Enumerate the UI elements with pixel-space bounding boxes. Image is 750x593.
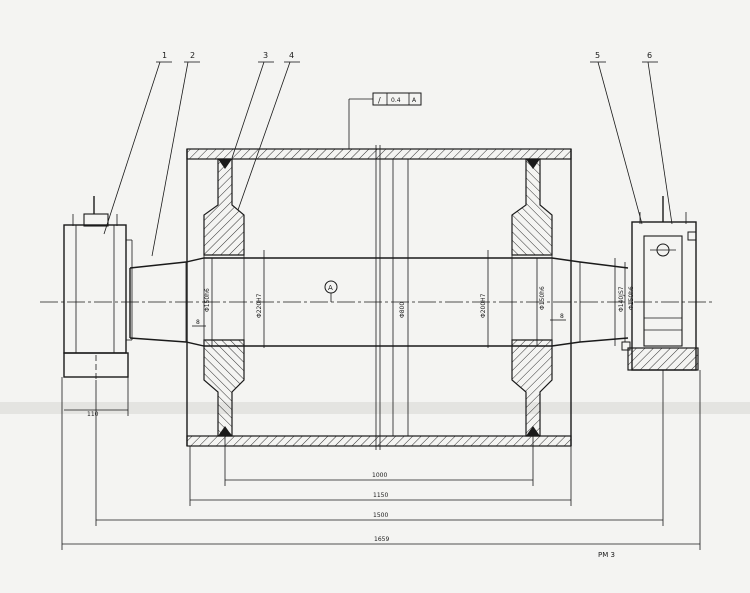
dim-left-seat-diameter: Φ220H7 [256,293,263,318]
tolerance-value: 0.4 [391,97,401,104]
part-label-2: 2 [190,51,195,60]
tolerance-frame [348,92,422,149]
dim-right-bearing-diameter: Φ150h6 [539,286,546,310]
scan-band [0,402,750,414]
dim-left-bearing-diameter: Φ150h6 [204,288,211,312]
tolerance-symbol: / [378,96,381,105]
part-label-6: 6 [647,51,652,60]
small-mark-left: 8 [196,319,200,326]
dim-housing-diameter: Φ140JS7 [618,286,625,312]
left-hub [203,158,245,437]
dim-overall-length: 1659 [374,536,389,543]
dim-drum-length: 1150 [373,492,388,499]
datum-marker: A [328,284,333,292]
dim-bearing-bore-diameter: Φ150h6 [628,286,635,310]
part-leaders [103,61,673,257]
diameter-dimensions [211,159,626,436]
right-bearing-housing [621,196,699,371]
drum-shell [186,145,572,450]
dim-inner-width: 1000 [372,472,387,479]
dim-right-seat-diameter: Φ200H7 [480,293,487,318]
dim-drum-diameter: Φ800 [399,302,406,318]
right-hub [511,158,553,437]
tolerance-datum: A [412,97,417,104]
part-label-5: 5 [595,51,600,60]
small-mark-right: 8 [560,313,564,320]
part-label-3: 3 [263,51,268,60]
left-bearing-housing [63,196,133,380]
part-label-1: 1 [162,51,167,60]
dim-left-bearing: 110 [87,411,99,418]
corner-mark: PM 3 [598,551,615,559]
horizontal-dimension-lines [61,370,701,550]
shaft [40,255,712,347]
dim-bearing-span: 1500 [373,512,388,519]
part-label-4: 4 [289,51,294,60]
